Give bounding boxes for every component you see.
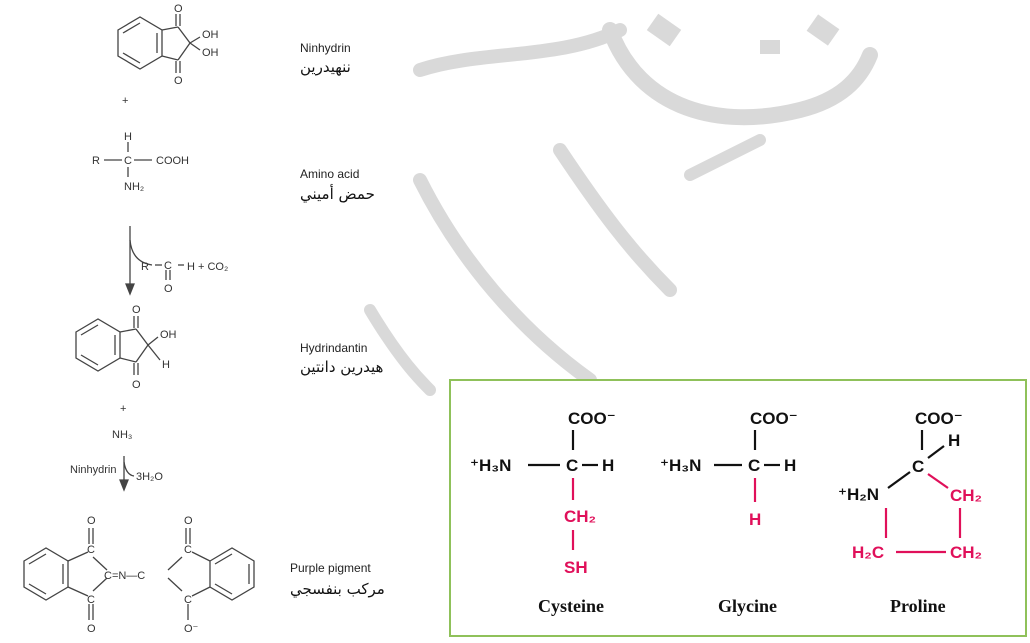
ninhydrin-o-top: O	[174, 3, 183, 15]
step2-reagent: Ninhydrin	[70, 464, 116, 476]
hydrindantin-o-top: O	[132, 304, 141, 316]
amino-acid-nh2: NH₂	[124, 181, 144, 193]
amino-acid-h: H	[124, 131, 132, 143]
proline-h: H	[948, 431, 960, 450]
proline-structure: COO⁻ C H ⁺H₂N CH₂ H₂C CH₂ Proline	[838, 409, 982, 616]
reaction-arrow-1	[125, 226, 184, 296]
cysteine-h: H	[602, 456, 614, 475]
step1-c: C	[164, 260, 172, 272]
cysteine-structure: COO⁻ ⁺H₃N C H CH₂ SH Cysteine	[470, 409, 616, 616]
ninhydrin-o-bottom: O	[174, 75, 183, 87]
cysteine-c: C	[566, 456, 578, 475]
amino-acid-cooh: COOH	[156, 155, 189, 167]
hydrindantin-label: Hydrindantin	[300, 341, 367, 355]
proline-name: Proline	[890, 596, 946, 616]
reaction-arrow-2	[119, 456, 135, 492]
amino-acid-panel	[449, 379, 1027, 637]
step1-r: R	[141, 261, 149, 273]
hydrindantin-label-arabic: هيدرين دانتين	[300, 358, 383, 376]
amino-acid-structure	[104, 142, 152, 177]
step2-product: 3H₂O	[136, 471, 163, 483]
plus-2: +	[120, 403, 126, 415]
ninhydrin-structure	[117, 14, 201, 73]
glycine-side-h: H	[749, 510, 761, 529]
purple-pigment-label: Purple pigment	[290, 561, 371, 575]
glycine-coo: COO⁻	[750, 409, 798, 428]
hydrindantin-h: H	[162, 359, 170, 371]
ninhydrin-label-arabic: ننهيدرين	[300, 58, 351, 76]
proline-ch2-right: CH₂	[950, 486, 982, 505]
cysteine-h3n: ⁺H₃N	[470, 456, 511, 475]
hydrindantin-structure	[75, 316, 161, 375]
proline-h2c: H₂C	[852, 543, 884, 562]
amino-acid-r: R	[92, 155, 100, 167]
purple-o-minus: O⁻	[184, 623, 199, 635]
watermark	[364, 13, 878, 396]
glycine-structure: COO⁻ ⁺H₃N C H H Glycine	[660, 409, 798, 616]
purple-c-top-left: C	[87, 544, 95, 556]
cysteine-name: Cysteine	[538, 596, 604, 616]
purple-o-top-right: O	[184, 515, 193, 527]
plus-1: +	[122, 95, 128, 107]
purple-c-n-c: C=N—C	[104, 570, 145, 582]
purple-c-bottom-left: C	[87, 594, 95, 606]
ninhydrin-oh-1: OH	[202, 29, 219, 41]
amino-acid-label: Amino acid	[300, 167, 359, 181]
ninhydrin-label: Ninhydrin	[300, 41, 351, 55]
purple-c-top-right: C	[184, 544, 192, 556]
glycine-h: H	[784, 456, 796, 475]
ninhydrin-oh-2: OH	[202, 47, 219, 59]
amino-acid-c: C	[124, 155, 132, 167]
purple-c-bottom-right: C	[184, 594, 192, 606]
purple-o-bottom-left: O	[87, 623, 96, 635]
glycine-name: Glycine	[718, 596, 777, 616]
glycine-c: C	[748, 456, 760, 475]
proline-coo: COO⁻	[915, 409, 963, 428]
purple-pigment-label-arabic: مركب بنفسجي	[290, 580, 385, 599]
purple-o-top-left: O	[87, 515, 96, 527]
amino-acid-label-arabic: حمض أميني	[300, 184, 375, 204]
nh3: NH₃	[112, 429, 132, 441]
hydrindantin-oh: OH	[160, 329, 177, 341]
proline-h2n: ⁺H₂N	[838, 485, 879, 504]
step1-h-co2: H + CO₂	[187, 261, 228, 273]
proline-ch2-bottom: CH₂	[950, 543, 982, 562]
cysteine-ch2: CH₂	[564, 507, 596, 526]
glycine-h3n: ⁺H₃N	[660, 456, 701, 475]
cysteine-coo: COO⁻	[568, 409, 616, 428]
purple-pigment-structure	[23, 528, 255, 620]
step1-o: O	[164, 283, 173, 295]
hydrindantin-o-bottom: O	[132, 379, 141, 391]
proline-c: C	[912, 457, 924, 476]
cysteine-sh: SH	[564, 558, 588, 577]
